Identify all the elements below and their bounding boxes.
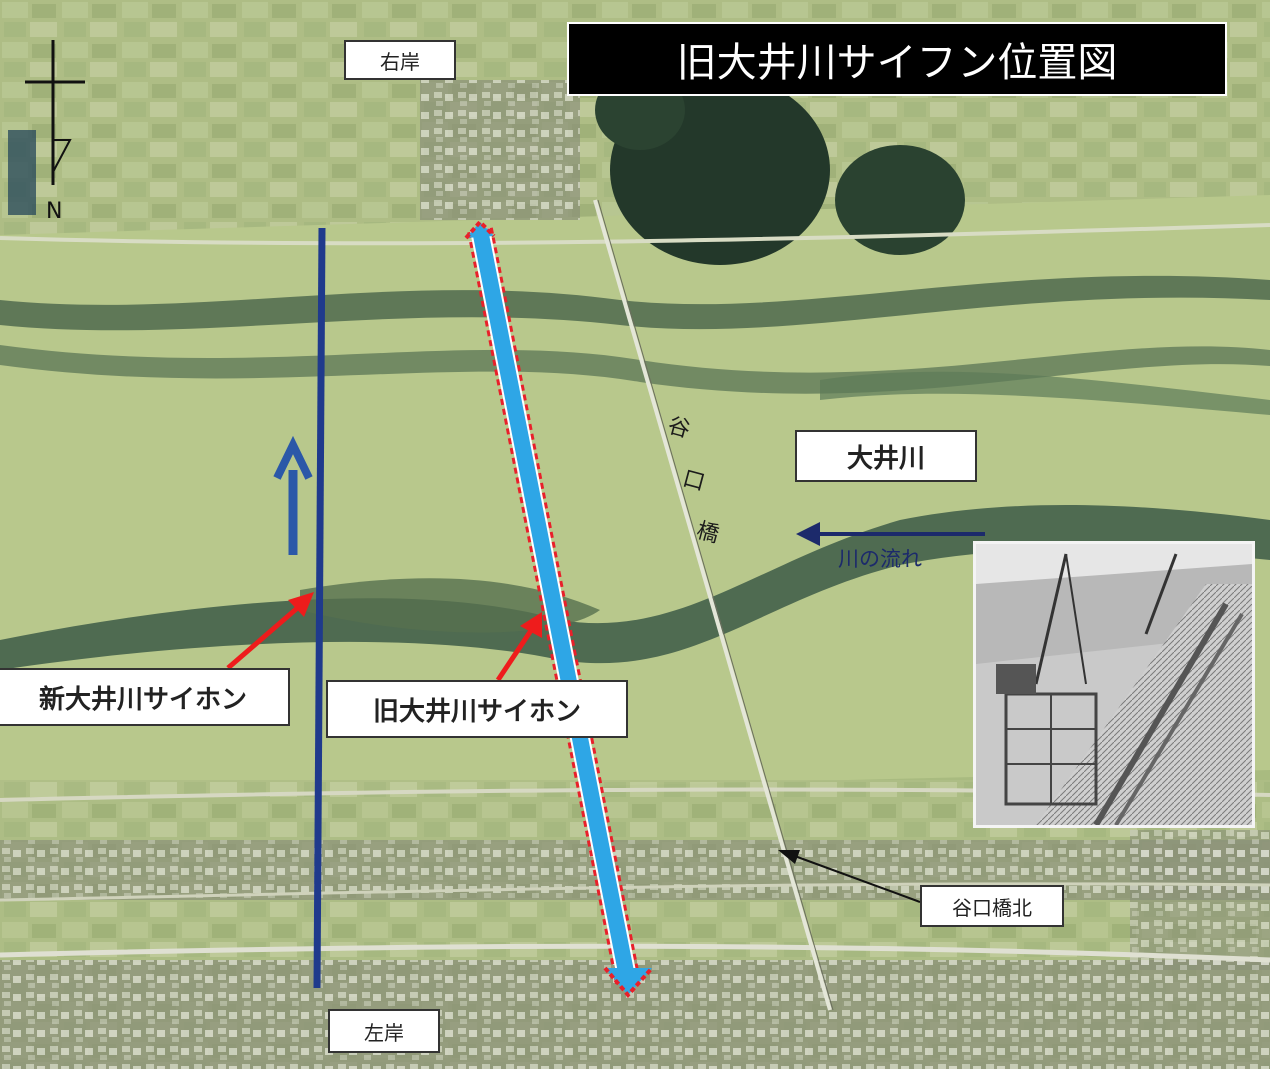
flow-label: 川の流れ (838, 547, 922, 571)
right-bank-label: 右岸 (344, 40, 456, 80)
north-label: N (46, 199, 62, 224)
north-arrow-icon (25, 40, 85, 185)
map-title: 旧大井川サイフン位置図 (567, 22, 1227, 96)
construction-photo (973, 541, 1255, 828)
left-arrow-icon (796, 522, 985, 546)
river-name-label: 大井川 (795, 430, 977, 482)
old-siphon-label: 旧大井川サイホン (326, 680, 628, 738)
new-siphon-line (313, 227, 326, 989)
bridge-north-pointer-arrow (778, 850, 921, 903)
old-siphon-line (464, 219, 654, 999)
taniguchi-bridge (593, 199, 832, 1011)
up-arrow-icon (273, 435, 313, 555)
left-bank-label: 左岸 (328, 1009, 440, 1053)
bridge-north-label: 谷口橋北 (920, 885, 1064, 927)
new-siphon-label: 新大井川サイホン (0, 668, 290, 726)
old-siphon-pointer-arrow (495, 612, 542, 682)
new-siphon-pointer-arrow (226, 592, 314, 670)
